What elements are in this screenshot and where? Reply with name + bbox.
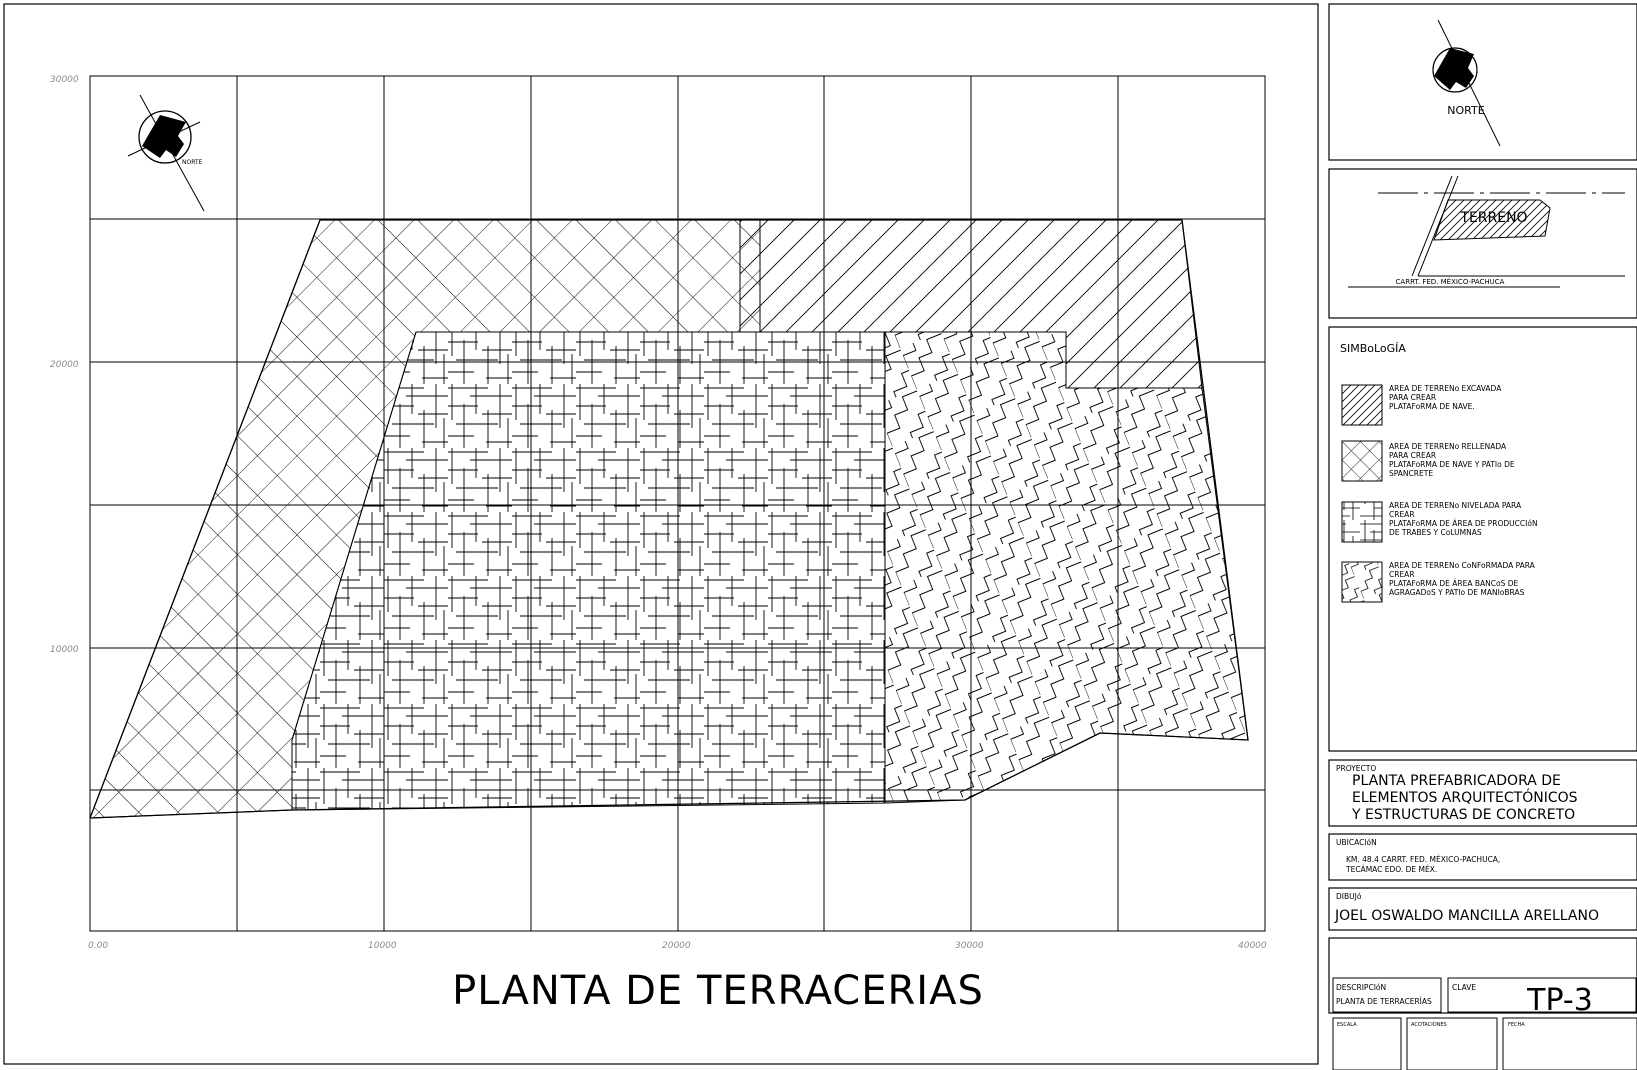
tb-location-map-box	[1328, 168, 1637, 319]
tb-description-box	[1328, 937, 1637, 1014]
y-tick-10000: 10000	[50, 645, 79, 655]
map-terrain-label: TERRENO	[1459, 210, 1527, 226]
x-tick-10000: 10000	[368, 941, 397, 951]
north-arrow-icon: NORTE	[1432, 19, 1501, 147]
legend-item-excavated: AREA DE TERRENo EXCAVADA PARA CREAR PLAT…	[1341, 384, 1502, 426]
x-tick-20000: 20000	[662, 941, 691, 951]
legend-text: CREAR	[1389, 510, 1415, 519]
project-line-2: ELEMENTOS ARQUITECTÓNICOS	[1352, 788, 1578, 806]
sheet-border	[3, 3, 1319, 1065]
tb-north-box	[1328, 3, 1637, 161]
project-label: PROYECTO	[1336, 764, 1376, 773]
north-arrow-icon: NORTE	[127, 94, 205, 212]
legend-text: AREA DE TERRENo CoNFoRMADA PARA	[1389, 561, 1536, 570]
location-label: UBICACIóN	[1336, 838, 1377, 847]
tb-location-box	[1328, 833, 1637, 881]
key-label: CLAVE	[1452, 983, 1476, 992]
coordinate-grid	[89, 75, 1266, 932]
legend-text: PLATAFoRMA DE ÁREA DE PRODUCCIóN	[1389, 519, 1538, 528]
map-road-label: CARRT. FED. MÉXICO-PACHUCA	[1396, 277, 1505, 286]
tb-date-box	[1502, 1017, 1637, 1070]
date-label: FECHA	[1508, 1022, 1525, 1028]
plan-title: PLANTA DE TERRACERIAS	[452, 968, 984, 1014]
tb-key-inner	[1447, 977, 1637, 1013]
tb-scale-box	[1332, 1017, 1402, 1070]
tb-description-inner	[1332, 977, 1442, 1013]
legend-text: PLATAFoRMA DE ÁREA BANCoS DE	[1389, 579, 1519, 588]
legend-text: PARA CREAR	[1389, 451, 1436, 460]
x-tick-40000: 40000	[1238, 941, 1267, 951]
key-value: TP-3	[1526, 983, 1593, 1018]
legend-item-leveled: AREA DE TERRENo NIVELADA PARA CREAR PLAT…	[1341, 501, 1538, 543]
zone-leveled	[291, 331, 886, 811]
zone-conformed	[884, 331, 1249, 804]
drawn-by-label: DIBUJó	[1336, 892, 1362, 901]
y-tick-30000: 30000	[50, 75, 79, 85]
description-label: DESCRIPCIóN	[1336, 983, 1386, 992]
dimensions-label: ACOTACIONES	[1411, 1022, 1447, 1028]
legend-text: AREA DE TERRENo EXCAVADA	[1389, 384, 1502, 393]
description-value: PLANTA DE TERRACERÍAS	[1336, 997, 1432, 1006]
legend-text: PLATAFoRMA DE NAVE Y PATIo DE	[1389, 460, 1515, 469]
legend-text: SPANCRETE	[1389, 469, 1433, 478]
legend-item-conformed: AREA DE TERRENo CoNFoRMADA PARA CREAR PL…	[1341, 561, 1536, 603]
x-tick-30000: 30000	[955, 941, 984, 951]
legend-text: AGRAGADoS Y PATIo DE MANIoBRAS	[1389, 588, 1525, 597]
project-line-1: PLANTA PREFABRICADORA DE	[1352, 773, 1561, 789]
scale-label: ESCALA	[1337, 1022, 1357, 1028]
legend-item-fill: AREA DE TERRENo RELLENADA PARA CREAR PLA…	[1341, 440, 1515, 482]
site-outline	[90, 219, 1249, 819]
tb-north-label: NORTE	[1447, 104, 1484, 117]
legend-text: PLATAFoRMA DE NAVE.	[1389, 402, 1475, 411]
location-line-1: KM. 48.4 CARRT. FED. MÉXICO-PACHUCA,	[1346, 855, 1500, 864]
x-tick-0: 0.00	[88, 941, 108, 951]
tb-dimensions-box	[1406, 1017, 1498, 1070]
legend-text: PARA CREAR	[1389, 393, 1436, 402]
plan-north-label: NORTE	[182, 159, 203, 166]
tb-project-box	[1328, 759, 1637, 827]
legend-text: DE TRABES Y CoLUMNAS	[1389, 528, 1482, 537]
legend-text: CREAR	[1389, 570, 1415, 579]
tb-legend-box	[1328, 326, 1637, 752]
tb-drawn-by-box	[1328, 887, 1637, 931]
drawn-by-value: JOEL OSWALDO MANCILLA ARELLANO	[1334, 908, 1599, 924]
legend-heading: SIMBoLoGÍA	[1340, 342, 1406, 355]
location-map: TERRENO CARRT. FED. MÉXICO-PACHUCA	[1348, 175, 1625, 288]
y-tick-20000: 20000	[50, 360, 79, 370]
project-line-3: Y ESTRUCTURAS DE CONCRETO	[1351, 807, 1575, 823]
legend-text: AREA DE TERRENo RELLENADA	[1389, 442, 1507, 451]
location-line-2: TECÁMAC EDO. DE MÉX.	[1345, 865, 1437, 874]
plan-drawing	[90, 219, 1249, 819]
legend-text: AREA DE TERRENo NIVELADA PARA	[1389, 501, 1522, 510]
